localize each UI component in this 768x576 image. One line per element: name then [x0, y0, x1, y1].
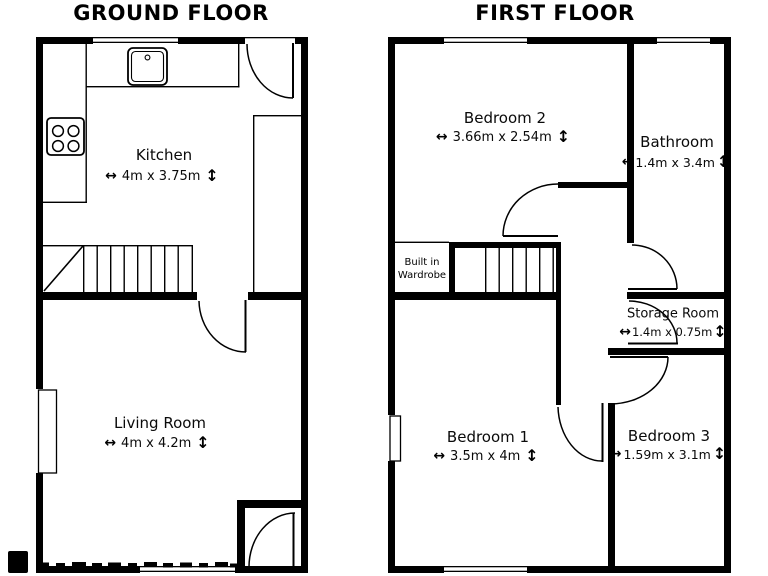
kitchen-hob: [46, 117, 85, 156]
room-dimensions: 4m x 4.2m: [121, 435, 192, 451]
room-dims-bathroom: ↔ 1.4m x 3.4m ↕: [622, 154, 731, 170]
kitchen-counter: [43, 44, 240, 203]
height-arrow-icon: ↕: [196, 433, 210, 452]
width-arrow-icon: ↔: [433, 448, 446, 464]
room-dimensions: 1.59m x 3.1m: [623, 446, 711, 462]
room-dimensions: 3.5m x 4m: [450, 448, 521, 464]
room-dims-living-room: ↔ 4m x 4.2m ↕: [104, 435, 209, 451]
room-dims-kitchen: ↔ 4m x 3.75m ↕: [105, 168, 219, 184]
room-dims-storage-room: ↔ 1.4m x 0.75m ↕: [619, 324, 727, 340]
room-dimensions: 1.4m x 3.4m: [635, 154, 715, 170]
room-dimensions: 1.4m x 0.75m: [631, 325, 713, 339]
staircase-ground: [43, 245, 193, 293]
room-dimensions: 4m x 3.75m: [121, 168, 201, 184]
storage-room-door: [628, 300, 678, 345]
window-left-living: [35, 389, 58, 474]
staircase-first: [485, 248, 554, 292]
height-arrow-icon: ↕: [525, 446, 539, 465]
height-arrow-icon: ↕: [713, 322, 727, 341]
height-arrow-icon: ↕: [716, 152, 731, 171]
window-top-bedroom2: [444, 36, 527, 45]
room-label-bedroom1: Bedroom 1: [447, 428, 529, 446]
room-dims-bedroom3: ↔ 1.59m x 3.1m ↕: [610, 446, 727, 462]
room-name: Bedroom 2: [463, 109, 547, 127]
first-floor-walls: [388, 37, 731, 573]
window-bottom-bedroom1: [444, 565, 527, 574]
bathroom-door: [628, 244, 678, 290]
window-top-bathroom: [657, 36, 710, 45]
room-name: Bedroom 3: [627, 427, 711, 445]
room-name: Bathroom: [640, 133, 714, 151]
back-door: [245, 36, 295, 99]
bedroom3-door: [610, 356, 669, 405]
width-arrow-icon: ↔: [621, 154, 634, 170]
room-dims-bedroom1: ↔ 3.5m x 4m ↕: [433, 448, 538, 464]
room-name: Kitchen: [135, 146, 193, 164]
width-arrow-icon: ↔: [105, 168, 117, 184]
room-name: Bedroom 1: [446, 428, 530, 446]
room-label-bathroom: Bathroom: [640, 133, 714, 151]
first-floor-plan: [387, 36, 731, 574]
room-dimensions: 3.66m x 2.54m: [452, 129, 552, 145]
kitchen-recess: [253, 115, 301, 293]
wardrobe-label: Built in Wardrobe: [397, 257, 447, 281]
bedroom1-door: [557, 403, 604, 462]
room-label-living-room: Living Room: [114, 414, 206, 432]
wardrobe-box-line: [395, 241, 449, 243]
width-arrow-icon: ↔: [435, 129, 448, 145]
room-dims-bedroom2: ↔ 3.66m x 2.54m ↕: [436, 129, 570, 145]
room-label-bedroom3: Bedroom 3: [628, 427, 710, 445]
kitchen-sink: [127, 47, 168, 86]
ground-floor-title: GROUND FLOOR: [73, 1, 269, 25]
room-name: Storage Room: [626, 306, 720, 322]
watermark-remnant: [8, 551, 238, 573]
width-arrow-icon: ↔: [104, 435, 117, 451]
living-room-door: [198, 300, 247, 353]
height-arrow-icon: ↕: [712, 444, 727, 463]
window-left-bedroom1: [387, 415, 402, 462]
height-arrow-icon: ↕: [556, 127, 571, 146]
room-label-storage-room: Storage Room: [627, 307, 719, 322]
window-top-kitchen: [93, 36, 178, 45]
width-arrow-icon: ↔: [619, 324, 631, 340]
height-arrow-icon: ↕: [205, 166, 219, 185]
ground-floor-plan: [8, 36, 308, 574]
bedroom2-door: [502, 183, 559, 237]
width-arrow-icon: ↔: [609, 446, 622, 462]
room-label-bedroom2: Bedroom 2: [464, 109, 546, 127]
room-label-kitchen: Kitchen: [136, 146, 192, 164]
room-name: Living Room: [113, 414, 207, 432]
first-floor-title: FIRST FLOOR: [475, 1, 635, 25]
front-door: [248, 512, 296, 568]
